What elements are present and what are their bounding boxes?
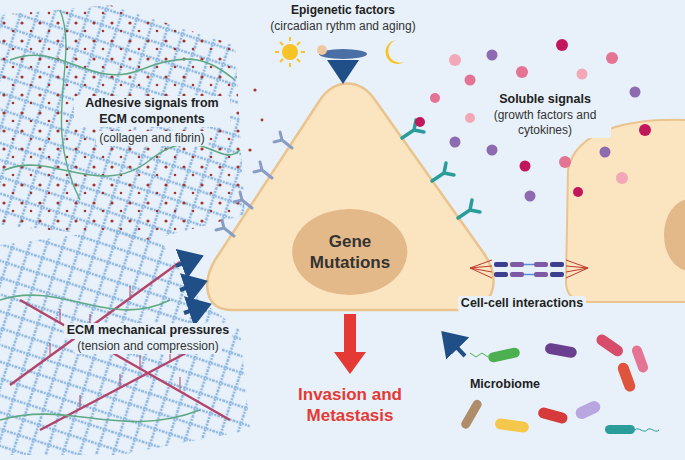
influence-arrow (180, 282, 204, 290)
heading-label: Microbiome (467, 377, 543, 393)
receptor (234, 192, 252, 208)
molecule (520, 161, 531, 172)
moon (386, 40, 404, 64)
integrin-receptors (216, 132, 292, 236)
cell-nucleus (664, 199, 685, 271)
influence-arrow (444, 334, 465, 356)
molecule (616, 172, 628, 184)
influence-arrow (184, 305, 208, 313)
flagellum (635, 429, 659, 431)
molecule (430, 93, 440, 103)
fibrin-strand (10, 262, 230, 430)
fibrin-dot (248, 148, 251, 151)
influence-arrow (176, 257, 200, 266)
cadherin (534, 262, 548, 267)
cadherin (550, 272, 564, 277)
microbiome (460, 332, 659, 434)
cadherin (494, 262, 508, 267)
cancer-cell (207, 84, 493, 311)
cadherin (550, 262, 564, 267)
green-fiber (0, 295, 200, 421)
influence-arrow (341, 64, 345, 80)
sun-rays (275, 37, 305, 67)
soluble-molecules (415, 39, 651, 202)
nucleus-ellipse (292, 209, 407, 295)
ecm-mesh-top (0, 5, 263, 240)
neighbour-cell (566, 120, 685, 302)
bacterium (616, 361, 637, 393)
bacterium (494, 418, 529, 434)
cadherin (494, 272, 508, 277)
invasion-arrow (334, 314, 366, 374)
heading-label: Soluble signals (496, 92, 594, 108)
molecule (556, 39, 568, 51)
fibrin-dots (0, 5, 245, 240)
molecule (465, 113, 475, 123)
cell-body (207, 84, 493, 311)
receptor (458, 200, 480, 218)
molecule (600, 147, 611, 158)
molecule (573, 187, 583, 197)
receptor (254, 162, 272, 178)
receptor (432, 163, 454, 181)
bacterium (487, 347, 520, 363)
cadherin (510, 262, 524, 267)
bacterium (631, 344, 650, 374)
junction-fiber (470, 260, 588, 278)
green-fiber (10, 55, 235, 80)
fibrin-dot (261, 119, 264, 122)
molecule (516, 66, 528, 78)
heading-label: Cell-cell interactions (458, 296, 586, 312)
nucleus-shape (291, 208, 408, 296)
collagen-mesh (0, 225, 250, 455)
molecule (577, 69, 588, 80)
molecule (449, 54, 461, 66)
cadherin (510, 272, 524, 277)
bacterium (574, 399, 603, 421)
subtitle-label: (collagen and fibrin) (96, 131, 207, 146)
molecule (465, 75, 476, 86)
molecule (525, 191, 536, 202)
molecule (639, 124, 651, 136)
growth-factor-receptors (402, 120, 480, 218)
circadian-icons (275, 37, 404, 80)
cell-junction (470, 260, 588, 278)
bacterium (460, 398, 484, 430)
molecule (450, 137, 461, 148)
receptor (216, 220, 234, 236)
flagellum (470, 353, 488, 357)
molecule (487, 145, 498, 156)
cell-body (566, 120, 685, 302)
receptor (274, 132, 292, 148)
green-fiber (5, 144, 240, 176)
fibrin-dot (253, 88, 256, 91)
collagen-mesh (0, 5, 245, 240)
molecule (559, 156, 571, 168)
outcome-label: Invasion and Metastasis (282, 384, 418, 427)
junction-link (524, 265, 534, 275)
sun (282, 44, 298, 60)
molecule (487, 50, 498, 61)
molecule (606, 52, 618, 64)
ecm-mesh-bottom (0, 225, 250, 455)
sleeping-head (317, 45, 327, 55)
subtitle-label: (growth factors and cytokines) (479, 108, 611, 138)
heading-label: Epigenetic factors (288, 3, 398, 18)
molecule (630, 87, 641, 98)
heading-label: ECM mechanical pressures (64, 323, 233, 339)
nucleus: Gene Mutations (291, 208, 408, 296)
subtitle-label: (tension and compression) (74, 339, 221, 354)
bacterium (544, 342, 577, 358)
heading-label: Adhesive signals from ECM components (74, 96, 230, 127)
bacterium (594, 332, 625, 358)
nucleus-text: Gene Mutations (304, 231, 396, 274)
bacterium (537, 406, 569, 424)
bacterium (605, 425, 635, 434)
subtitle-label: (circadian rythm and aging) (267, 19, 418, 34)
red-arrow (334, 314, 366, 374)
molecule (415, 117, 425, 127)
cadherin (534, 272, 548, 277)
